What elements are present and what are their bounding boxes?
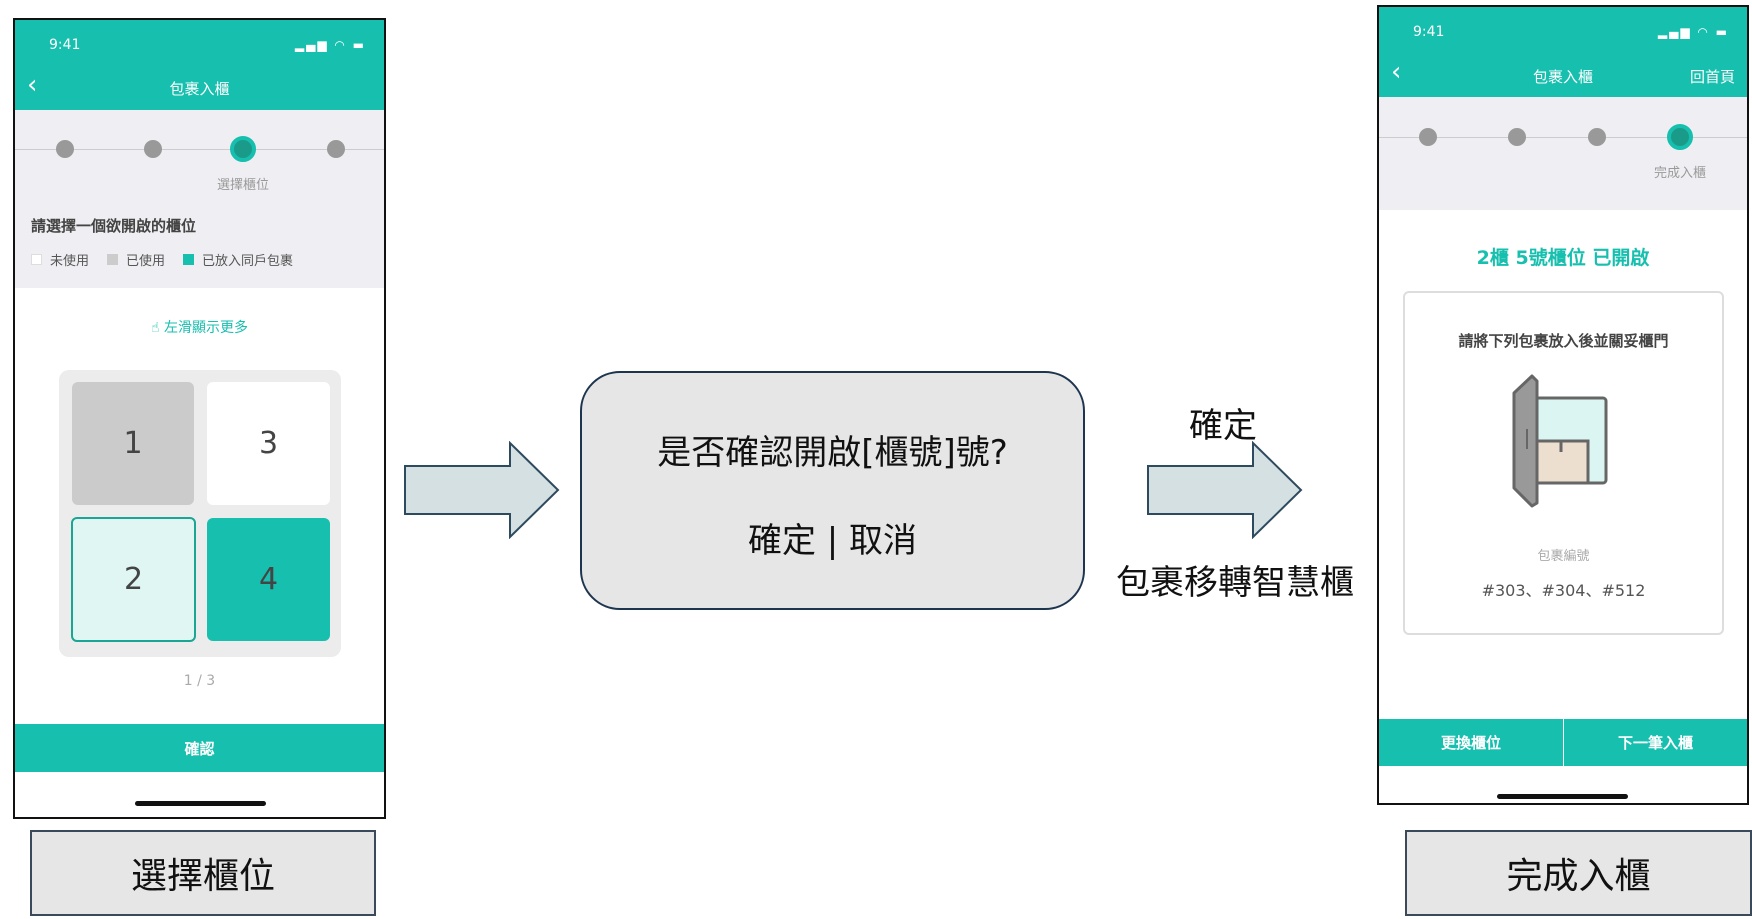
step-panel: 完成入櫃 [1379, 97, 1747, 210]
step-dot-active [230, 136, 256, 162]
nav-title: 包裹入櫃 [1532, 68, 1593, 86]
opened-title: 2櫃 5號櫃位 已開啟 [1476, 247, 1650, 269]
swipe-hand-icon: ☝ [151, 320, 164, 336]
caption-select-locker: 選擇櫃位 [30, 830, 376, 916]
arrow-top-label: 確定 [1189, 406, 1257, 446]
step-label: 選擇櫃位 [216, 178, 270, 193]
step-dot [144, 140, 162, 158]
confirm-button[interactable]: 確認 [15, 724, 384, 772]
swipe-hint: ☝ 左滑顯示更多 [151, 320, 248, 336]
step-line [15, 149, 384, 150]
dialog-actions[interactable]: 確定 | 取消 [747, 521, 918, 561]
app-header: 9:41 ▂▄▆ ◠ ▬ ‹ 包裹入櫃 [15, 20, 384, 110]
confirm-dialog: 是否確認開啟[櫃號]號? 確定 | 取消 [580, 371, 1085, 610]
step-dot [1419, 128, 1437, 146]
locker-cell-3[interactable]: 3 [207, 382, 330, 505]
app-header: 9:41 ▂▄▆ ◠ ▬ ‹ 包裹入櫃 回首頁 [1379, 7, 1747, 97]
home-indicator [1497, 794, 1628, 799]
locker-cell-2[interactable]: 2 [71, 517, 196, 642]
home-indicator [135, 801, 266, 806]
dialog-question: 是否確認開啟[櫃號]號? [657, 433, 1008, 473]
right-phone-screen: 9:41 ▂▄▆ ◠ ▬ ‹ 包裹入櫃 回首頁 完成入櫃 2櫃 5號櫃位 已開啟… [1377, 5, 1749, 805]
next-entry-button[interactable]: 下一筆入櫃 [1564, 719, 1747, 766]
package-label: 包裹編號 [1537, 549, 1590, 564]
instruction-card: 請將下列包裹放入後並關妥櫃門 包裹編號 #303、#304、#512 [1403, 291, 1724, 635]
step-panel: 選擇櫃位 請選擇一個欲開啟的櫃位 未使用 已使用 已放入同戶包裹 [15, 110, 384, 288]
back-icon[interactable]: ‹ [1391, 57, 1402, 87]
status-time: 9:41 [1413, 24, 1445, 40]
step-dot [1508, 128, 1526, 146]
home-link[interactable]: 回首頁 [1689, 68, 1735, 86]
legend-item: 已放入同戶包裹 [183, 250, 293, 269]
locker-cell-4[interactable]: 4 [207, 518, 330, 641]
status-icons: ▂▄▆ ◠ ▬ [294, 38, 366, 52]
package-numbers: #303、#304、#512 [1481, 581, 1646, 600]
legend: 未使用 已使用 已放入同戶包裹 [31, 250, 293, 269]
arrow-right-icon [1147, 441, 1303, 539]
arrow-bottom-label: 包裹移轉智慧櫃 [1116, 563, 1354, 603]
status-icons: ▂▄▆ ◠ ▬ [1657, 25, 1729, 39]
left-phone-screen: 9:41 ▂▄▆ ◠ ▬ ‹ 包裹入櫃 選擇櫃位 請選擇一個欲開啟的櫃位 未使用… [13, 18, 386, 819]
caption-complete: 完成入櫃 [1405, 830, 1752, 916]
step-dot [327, 140, 345, 158]
open-locker-icon [1512, 374, 1608, 508]
change-locker-button[interactable]: 更換櫃位 [1379, 719, 1563, 766]
step-dot [56, 140, 74, 158]
legend-item: 未使用 [31, 250, 89, 269]
instruction: 請選擇一個欲開啟的櫃位 [31, 217, 197, 235]
back-icon[interactable]: ‹ [27, 70, 38, 100]
step-dot-active [1667, 124, 1693, 150]
status-time: 9:41 [49, 37, 81, 53]
arrow-right-icon [404, 441, 560, 539]
step-dot [1588, 128, 1606, 146]
step-label: 完成入櫃 [1653, 166, 1707, 181]
nav-title: 包裹入櫃 [169, 80, 230, 98]
step-line [1379, 137, 1747, 138]
locker-grid: 1 3 2 4 [59, 370, 341, 657]
legend-item: 已使用 [107, 250, 165, 269]
page-indicator: 1 / 3 [183, 673, 216, 689]
card-instruction: 請將下列包裹放入後並關妥櫃門 [1458, 332, 1669, 350]
locker-cell-1[interactable]: 1 [72, 382, 194, 505]
